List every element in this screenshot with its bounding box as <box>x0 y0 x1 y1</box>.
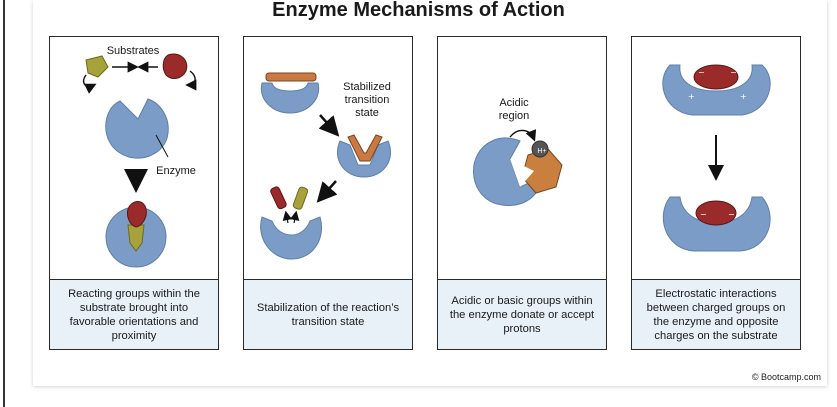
label-acidic-line-1: Acidic <box>499 97 529 109</box>
rotate-arrow-icon <box>82 74 97 94</box>
label-transition-line-3: state <box>355 107 379 119</box>
enzyme-shape <box>260 82 320 114</box>
label-substrates: Substrates <box>106 45 160 57</box>
substrate-red-shape <box>162 53 188 79</box>
svg-text:+: + <box>736 206 743 215</box>
caption-panel-2: Stabilization of the reaction’s transiti… <box>244 279 412 349</box>
substrate-red-shape <box>127 201 147 228</box>
svg-text:+: + <box>690 206 697 215</box>
proton-icon <box>531 140 549 158</box>
label-transition-line-1: Stabilized <box>343 81 391 93</box>
panel-electrostatic: − − + + − − + + Electrostatic interactio… <box>631 36 801 350</box>
proton-transfer-arrow-icon <box>509 129 537 142</box>
product-olive-shape <box>292 186 309 210</box>
svg-text:−: − <box>730 68 737 77</box>
proton-symbol: H+ <box>537 148 547 155</box>
caption-panel-4: Electrostatic interactions between charg… <box>632 279 800 349</box>
caption-panel-1: Reacting groups within the substrate bro… <box>50 279 218 349</box>
left-border-rule <box>3 0 5 407</box>
substrate-charged-shape <box>693 64 739 90</box>
substrate-bent-shape <box>347 134 383 162</box>
substrate-olive-shape <box>127 224 145 252</box>
figure-title: Enzyme Mechanisms of Action <box>272 0 565 21</box>
enzyme-shape <box>105 98 169 159</box>
enzyme-shape <box>473 137 543 206</box>
arrow-down-left-icon <box>316 180 338 203</box>
label-transition-line-2: transition <box>344 94 390 106</box>
substrate-rod-shape <box>265 72 317 82</box>
copyright-credit: © Bootcamp.com <box>751 372 821 382</box>
active-site-gap <box>510 159 534 187</box>
svg-text:−: − <box>700 210 707 219</box>
substrate-olive-shape <box>85 55 109 78</box>
arrow-down-right-icon <box>318 114 340 137</box>
product-red-shape <box>270 186 287 210</box>
enzyme-shape <box>260 216 322 260</box>
panel-4-illustration: − − + + − − + + <box>662 64 771 252</box>
panel-transition-state: Stabilized transition state Stabilizatio… <box>243 36 413 350</box>
svg-text:−: − <box>698 68 705 77</box>
enzyme-shape <box>337 140 391 178</box>
caption-panel-3: Acidic or basic groups within the enzyme… <box>438 279 606 349</box>
panel-acid-base: H+ Acidic region Acidic or basic groups … <box>437 36 607 350</box>
arrow-up-icon <box>282 210 293 224</box>
enzyme-shape <box>662 64 771 116</box>
label-acidic-line-2: region <box>498 110 530 122</box>
arrow-up-icon <box>289 210 300 224</box>
svg-text:−: − <box>728 210 735 219</box>
panel-3-illustration <box>473 129 563 206</box>
rotate-arrow-icon <box>185 70 197 91</box>
svg-text:+: + <box>740 92 747 101</box>
panel-orientation-proximity: Substrates Enzyme Reacting groups within… <box>49 36 219 350</box>
label-enzyme: Enzyme <box>156 165 196 177</box>
panel-2-illustration <box>260 72 391 260</box>
svg-text:+: + <box>688 92 695 101</box>
panel-1-illustration <box>82 53 197 268</box>
substrate-charged-shape <box>695 200 737 226</box>
